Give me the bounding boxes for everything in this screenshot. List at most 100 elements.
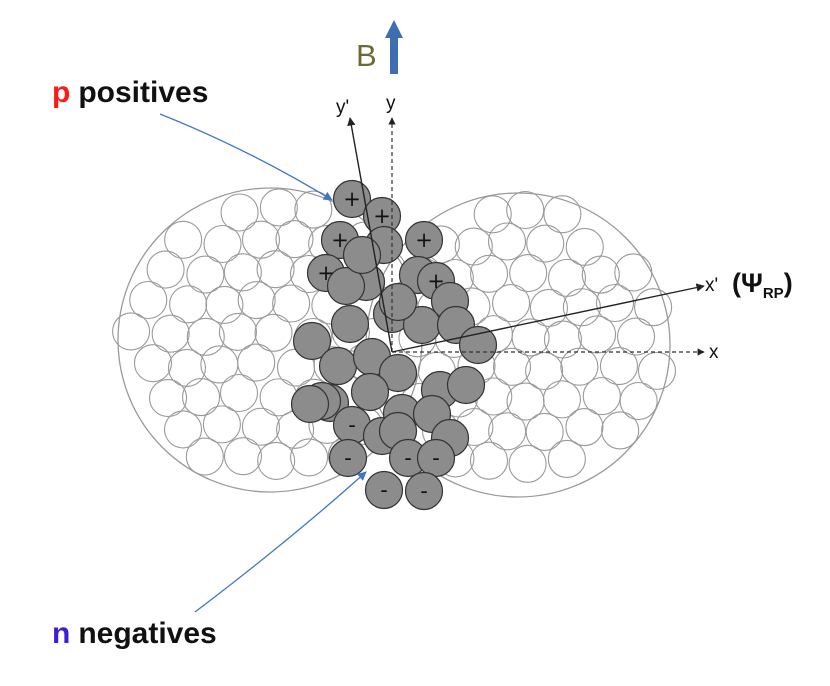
spectator-nucleon (219, 373, 259, 413)
spectator-nucleon (257, 441, 296, 480)
spectator-nucleon (529, 288, 568, 328)
negatives-pointer (194, 471, 367, 613)
spectator-nucleon (543, 195, 582, 234)
spectator-nucleon (275, 220, 314, 259)
x-prime-label: x' (705, 275, 718, 296)
positive-charge-symbol: + (415, 228, 433, 252)
positive-charge-symbol: + (331, 228, 349, 252)
positive-charge-symbol: + (343, 187, 361, 211)
spectator-nucleon (637, 351, 677, 390)
participant-nucleon (330, 304, 370, 344)
y-prime-label: y' (336, 97, 349, 118)
spectator-nucleon (186, 317, 225, 356)
negative-charge-symbol: - (348, 413, 356, 437)
reaction-plane-open: (Ψ (732, 268, 763, 298)
negatives-text: negatives (78, 617, 216, 650)
spectator-nucleon (146, 250, 185, 289)
spectator-nucleon (634, 288, 673, 327)
negative-charge-symbol: - (404, 446, 412, 470)
spectator-nucleon (547, 439, 586, 479)
participant-nucleon (318, 346, 358, 386)
spectator-nucleon (237, 343, 276, 382)
spectator-nucleon (525, 412, 564, 451)
spectator-nucleon (182, 378, 221, 417)
spectator-nucleon (454, 227, 493, 266)
participant-nucleon (350, 372, 390, 412)
spectator-nucleon (487, 222, 527, 261)
spectator-nucleon (294, 190, 333, 229)
spectator-nucleon (617, 317, 656, 356)
spectator-nucleon (241, 407, 280, 446)
participant-nucleon (446, 365, 486, 405)
participant-nucleon (364, 470, 404, 510)
negative-charge-symbol: - (380, 478, 388, 502)
participant-nucleon (342, 235, 382, 275)
participant-nucleon (404, 471, 444, 511)
spectator-nucleon (202, 405, 241, 444)
participant-nucleon (292, 321, 332, 361)
spectator-nucleon (241, 220, 281, 259)
negative-charge-symbol: - (432, 446, 440, 470)
participant-nucleon (290, 384, 330, 424)
spectator-nucleon (185, 437, 224, 476)
spectator-nucleon (492, 347, 532, 386)
spectator-nucleon (599, 346, 639, 386)
spectator-nucleon (149, 379, 188, 418)
spectator-nucleon (129, 280, 168, 320)
spectator-nucleon (220, 193, 259, 232)
spectator-nucleon (112, 312, 151, 351)
spectator-nucleon (254, 313, 293, 352)
spectator-nucleon (473, 195, 512, 234)
spectator-nucleon (560, 347, 599, 386)
spectator-nucleon (601, 411, 640, 450)
spectator-nucleon (290, 438, 329, 477)
participant-nucleon (326, 266, 366, 306)
spectator-nucleon (509, 253, 548, 293)
spectator-nucleon (237, 281, 276, 320)
spectator-nucleon (508, 444, 547, 483)
negative-charge-symbol: - (344, 446, 352, 470)
spectator-nucleon (223, 437, 263, 476)
spectator-nucleon (614, 253, 653, 292)
reaction-plane-label: (ΨRP) (732, 268, 793, 302)
positives-text: positives (78, 76, 208, 109)
spectator-nucleon (272, 284, 311, 323)
spectator-nucleon (200, 345, 239, 384)
participant-nucleon (332, 179, 372, 219)
spectator-nucleon (205, 285, 244, 324)
negative-charge-symbol: - (420, 479, 428, 503)
spectator-nucleon (151, 314, 190, 353)
spectator-nucleon (506, 190, 545, 230)
spectator-nucleon (492, 284, 531, 323)
spectator-nucleon (167, 348, 207, 387)
spectator-nucleon (163, 410, 203, 449)
participant-nucleon (378, 353, 418, 393)
b-field-label: B (356, 38, 377, 73)
spectator-nucleon (259, 378, 298, 417)
spectator-nucleon (562, 288, 601, 327)
positives-symbol: p (52, 76, 70, 109)
spectator-nucleon (619, 381, 658, 421)
positive-charge-symbol: + (427, 269, 445, 293)
spectator-nucleon (133, 344, 173, 383)
spectator-nucleon (488, 412, 527, 451)
participant-nucleon (458, 325, 498, 365)
b-field-arrow (385, 20, 403, 74)
positives-pointer (159, 113, 333, 201)
negatives-symbol: n (52, 617, 70, 650)
x-label: x (709, 342, 719, 363)
spectator-nucleon (595, 283, 635, 323)
spectator-nucleon (169, 285, 208, 324)
spectator-nucleon (565, 408, 604, 447)
spectator-nucleon (547, 258, 587, 297)
positive-charge-symbol: + (317, 261, 335, 285)
spectator-nucleon (203, 224, 242, 264)
spectator-nucleon (259, 188, 298, 227)
spectator-nucleon (581, 255, 620, 294)
positive-charge-symbol: + (373, 204, 391, 228)
spectator-nucleon (164, 220, 203, 259)
spectator-nucleon (526, 224, 565, 263)
